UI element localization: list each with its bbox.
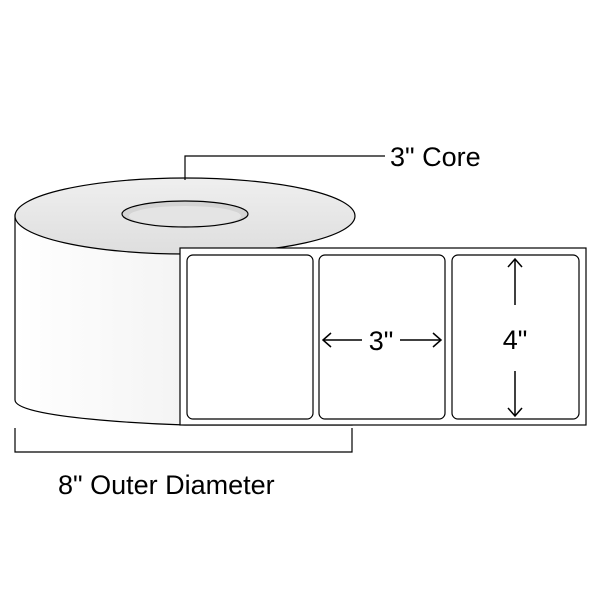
core-hole-inner [129,206,241,226]
label-3 [451,254,580,420]
label-1 [186,254,314,420]
label-width-text: 3" [369,326,394,356]
core-label: 3" Core [390,142,481,172]
label-height-text: 4" [503,325,528,355]
outer-diameter-bracket [14,428,353,453]
width-dimension [321,332,443,348]
height-dimension [507,257,523,418]
outer-diameter-label: 8" Outer Diameter [58,470,275,500]
label-2 [318,254,446,420]
core-leader-line [184,155,385,180]
